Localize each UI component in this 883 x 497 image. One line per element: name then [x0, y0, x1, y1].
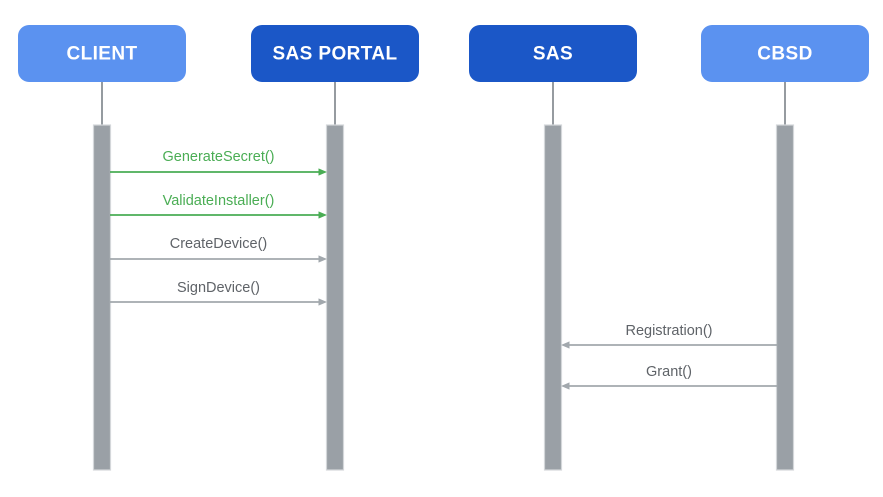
- participant-client[interactable]: CLIENT: [18, 25, 186, 82]
- message-label-registration: Registration(): [625, 323, 712, 339]
- message-arrowhead-validate-installer: [318, 211, 327, 219]
- message-validate-installer: ValidateInstaller(): [110, 193, 327, 219]
- activation-bar-group: [92, 124, 795, 471]
- participant-label-sas: SAS: [533, 44, 573, 65]
- message-arrowhead-grant: [561, 382, 570, 390]
- message-label-validate-installer: ValidateInstaller(): [163, 193, 275, 209]
- activation-bar-sas-portal: [325, 124, 345, 471]
- message-label-create-device: CreateDevice(): [170, 236, 268, 252]
- activation-bar-sas: [543, 124, 563, 471]
- participant-label-sas-portal: SAS PORTAL: [272, 44, 397, 65]
- message-label-generate-secret: GenerateSecret(): [162, 149, 274, 165]
- message-arrowhead-generate-secret: [318, 168, 327, 176]
- message-arrow-group: GenerateSecret() ValidateInstaller() Creat…: [110, 149, 777, 390]
- participant-cbsd[interactable]: CBSD: [701, 25, 869, 82]
- participant-box-sas-portal[interactable]: [251, 25, 419, 82]
- participant-sas-portal[interactable]: SAS PORTAL: [251, 25, 419, 82]
- participant-box-cbsd[interactable]: [701, 25, 869, 82]
- activation-bar-cbsd: [775, 124, 795, 471]
- message-label-sign-device: SignDevice(): [177, 280, 260, 296]
- message-grant: Grant(): [561, 364, 777, 390]
- message-label-grant: Grant(): [646, 364, 692, 380]
- participant-label-cbsd: CBSD: [757, 44, 812, 65]
- participant-sas[interactable]: SAS: [469, 25, 637, 82]
- participant-box-sas[interactable]: [469, 25, 637, 82]
- participant-box-client[interactable]: [18, 25, 186, 82]
- message-arrowhead-create-device: [318, 255, 327, 263]
- activation-bar-client: [92, 124, 112, 471]
- message-sign-device: SignDevice(): [110, 280, 327, 306]
- message-create-device: CreateDevice(): [110, 236, 327, 263]
- participant-box-group: CLIENT SAS PORTAL SAS CBSD: [18, 25, 869, 82]
- message-arrowhead-registration: [561, 341, 570, 349]
- participant-label-client: CLIENT: [66, 44, 137, 65]
- lifeline-stem-group: [101, 82, 786, 127]
- message-arrowhead-sign-device: [318, 298, 327, 306]
- message-generate-secret: GenerateSecret(): [110, 149, 327, 176]
- message-registration: Registration(): [561, 323, 777, 349]
